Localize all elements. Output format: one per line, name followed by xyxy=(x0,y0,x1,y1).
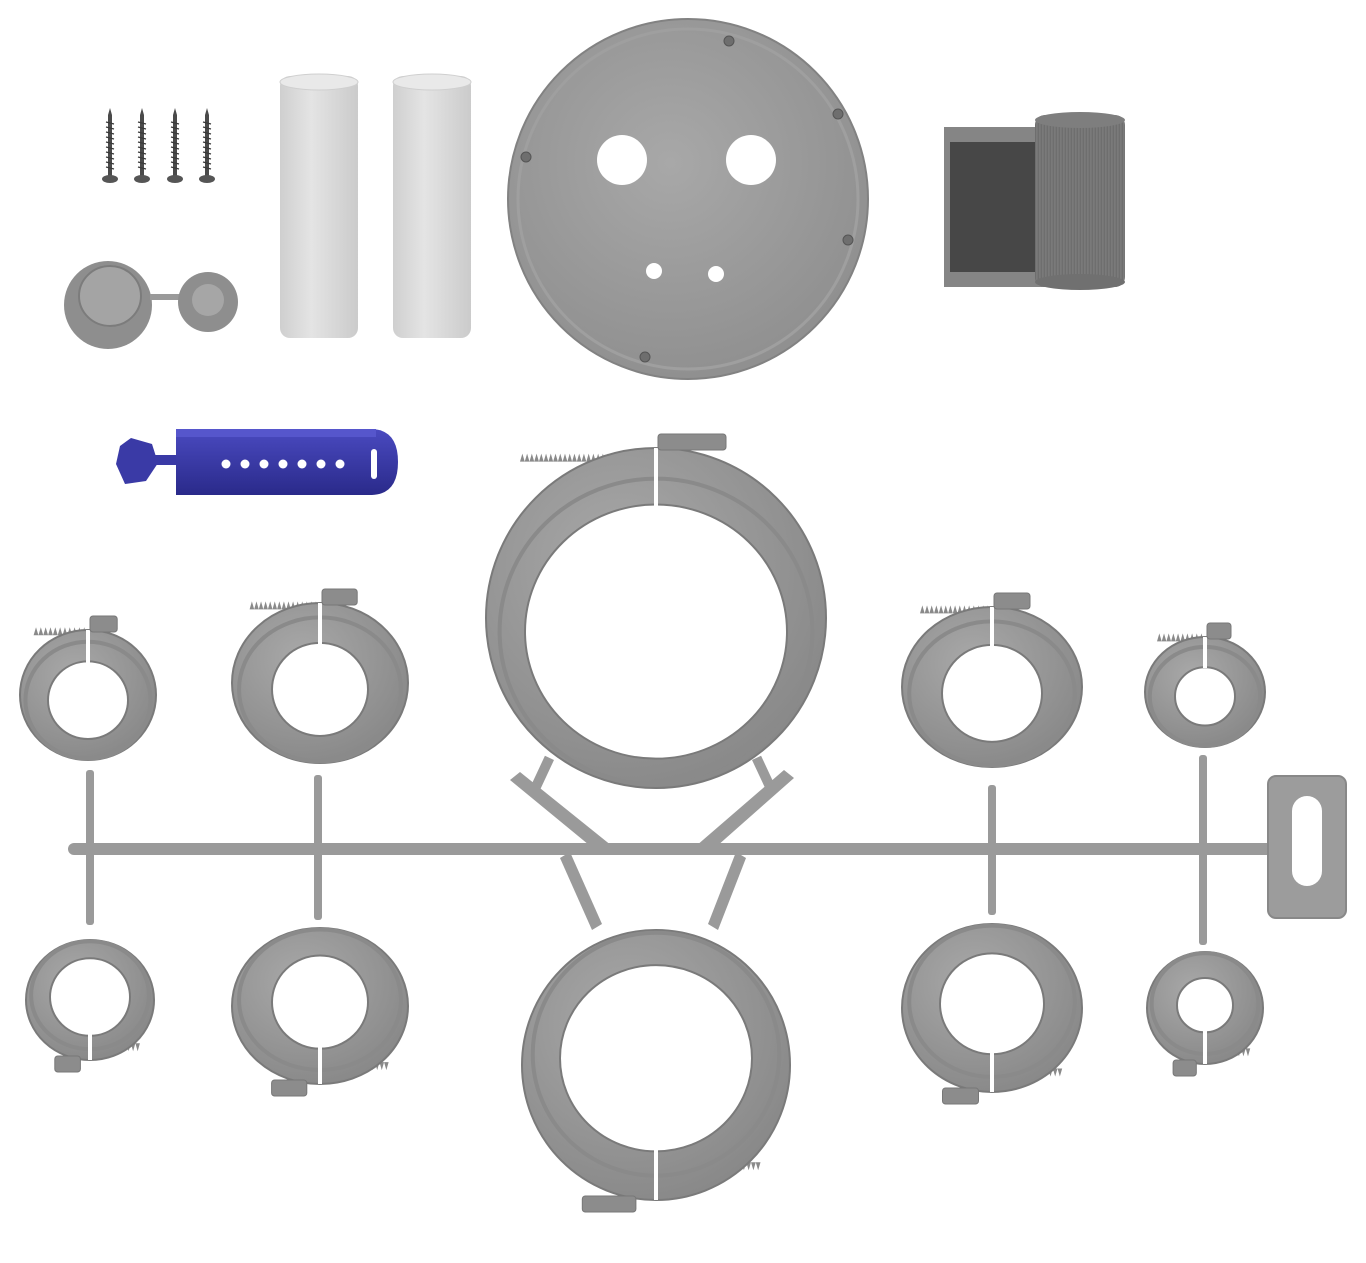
clamp-sprue xyxy=(19,433,1347,1213)
clamp-icon xyxy=(485,433,827,789)
clamp-icon xyxy=(521,929,791,1213)
sprue-brace xyxy=(510,755,794,930)
sleeves xyxy=(279,73,472,338)
clamp-icon xyxy=(901,923,1083,1105)
end-cap-large-icon xyxy=(64,261,152,349)
strap-hole-icon xyxy=(316,459,326,469)
round-cover-plate xyxy=(507,18,869,380)
strap-hole-icon xyxy=(221,459,231,469)
plate-screw-icon xyxy=(723,35,735,47)
strap-slot-icon xyxy=(371,449,377,479)
plate-hole-icon xyxy=(726,135,776,185)
clamp-icon xyxy=(901,592,1083,768)
clamp-hole xyxy=(939,952,1045,1056)
clamp-icon xyxy=(231,588,409,764)
strap-hole-icon xyxy=(278,459,288,469)
sprue-gate xyxy=(86,770,94,925)
plate-screw-icon xyxy=(832,108,844,120)
plate-hole-icon xyxy=(708,266,724,282)
clamp-hole xyxy=(1176,977,1234,1034)
clamp-hole xyxy=(559,964,753,1153)
end-cap-tether-icon xyxy=(150,294,192,300)
screw-icon xyxy=(134,108,150,183)
sleeve-icon xyxy=(279,73,359,338)
sprue-gate xyxy=(988,785,996,915)
plate-hole-icon xyxy=(597,135,647,185)
clamp-hole xyxy=(524,503,788,760)
clamp-icon xyxy=(1144,622,1266,748)
cable-strap xyxy=(116,429,398,495)
strap-hole-icon xyxy=(259,459,269,469)
clamp-hole xyxy=(49,957,131,1037)
clamp-hole xyxy=(941,643,1043,743)
strap-hole-icon xyxy=(240,459,250,469)
tape-roll xyxy=(944,112,1125,290)
hang-tag-icon xyxy=(1267,775,1347,919)
plate-screw-icon xyxy=(842,234,854,246)
plate-screw-icon xyxy=(639,351,651,363)
clamp-icon xyxy=(231,927,409,1097)
clamp-hole xyxy=(271,954,369,1050)
screw-icon xyxy=(199,108,215,183)
sprue-runner xyxy=(68,843,1278,855)
strap-hole-icon xyxy=(297,459,307,469)
screw-icon xyxy=(102,108,118,183)
strap-hole-icon xyxy=(335,459,345,469)
screws xyxy=(102,108,215,183)
sprue-gate xyxy=(314,775,322,920)
clamp-hole xyxy=(271,641,369,737)
clamp-icon xyxy=(1146,951,1264,1077)
strap-tab-icon xyxy=(116,438,158,484)
plate-hole-icon xyxy=(646,263,662,279)
sprue-gate xyxy=(1199,755,1207,945)
plate-screw-icon xyxy=(520,151,532,163)
clamp-hole xyxy=(1174,666,1236,727)
clamp-hole xyxy=(47,660,129,741)
clamp-icon xyxy=(19,615,157,761)
sleeve-icon xyxy=(392,73,472,338)
screw-icon xyxy=(167,108,183,183)
tape-roll-icon xyxy=(1035,115,1125,287)
end-cap-small-icon xyxy=(178,272,238,332)
cover-plate-icon xyxy=(507,18,869,380)
clamp-icon xyxy=(25,939,155,1073)
end-caps xyxy=(64,261,238,349)
